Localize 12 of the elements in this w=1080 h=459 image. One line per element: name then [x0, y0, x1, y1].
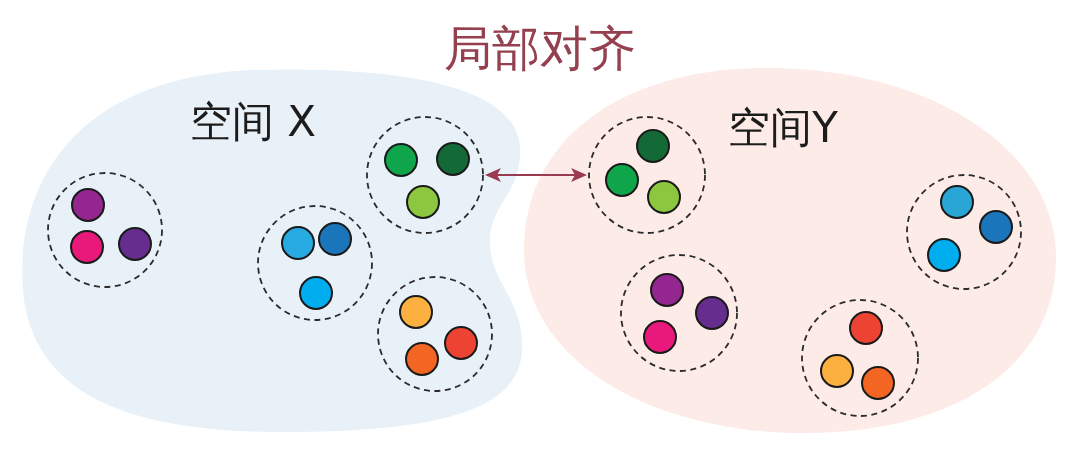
dashed-circle: [47, 172, 163, 288]
dashed-circle: [257, 205, 373, 321]
dashed-circle: [377, 276, 493, 392]
dashed-circle: [906, 174, 1022, 290]
dashed-circle: [366, 116, 484, 234]
region-label: 空间 X: [189, 101, 317, 143]
dashed-circle: [801, 299, 919, 417]
dashed-circle: [620, 254, 738, 372]
dashed-circle: [588, 116, 706, 234]
double-arrow: [485, 168, 587, 182]
region-label: 空间Y: [728, 107, 838, 149]
title: 局部对齐: [444, 24, 636, 72]
